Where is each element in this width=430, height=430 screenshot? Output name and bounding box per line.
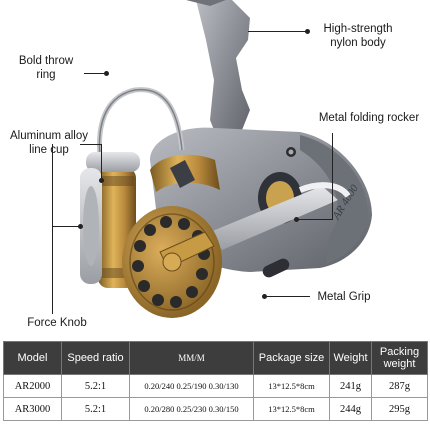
spec-table-header: Model Speed ratio MM/M Package size Weig… xyxy=(3,341,428,375)
header-packing-weight: Packing weight xyxy=(371,341,428,375)
callout-grip-text: Metal Grip xyxy=(317,291,371,303)
spec-table: Model Speed ratio MM/M Package size Weig… xyxy=(3,341,428,421)
knob-holes xyxy=(132,216,210,308)
callout-knob: Force Knob xyxy=(22,316,92,330)
handle-arm xyxy=(210,186,338,250)
cell-package: 13*12.5*8cm xyxy=(253,374,330,398)
cell-packing: 287g xyxy=(371,374,428,398)
callout-rocker-text: Metal folding rocker xyxy=(318,112,420,124)
cell-weight: 241g xyxy=(329,374,372,398)
callout-body-text: High-strength nylon body xyxy=(323,23,393,49)
header-package-size: Package size xyxy=(253,341,330,375)
table-row: AR2000 5.2:1 0.20/240 0.25/190 0.30/130 … xyxy=(3,374,428,398)
product-illustration: AR 4000 xyxy=(80,0,372,318)
callout-knob-text: Force Knob xyxy=(27,317,87,329)
spinning-reel-image: AR 4000 xyxy=(80,0,372,318)
cell-package: 13*12.5*8cm xyxy=(253,397,330,421)
reel-stem xyxy=(196,0,250,150)
cell-weight: 244g xyxy=(329,397,372,421)
cell-speed: 5.2:1 xyxy=(61,397,130,421)
callout-throw-ring-text: Bold throw ring xyxy=(18,55,74,81)
callout-grip: Metal Grip xyxy=(312,290,376,304)
cell-speed: 5.2:1 xyxy=(61,374,130,398)
callout-line-cup: Aluminum alloy line cup xyxy=(4,129,94,157)
cell-model: AR2000 xyxy=(3,374,62,398)
cell-line: 0.20/240 0.25/190 0.30/130 xyxy=(129,374,254,398)
header-speed-ratio: Speed ratio xyxy=(61,341,130,375)
header-weight: Weight xyxy=(329,341,372,375)
cell-model: AR3000 xyxy=(3,397,62,421)
cell-line: 0.20/280 0.25/230 0.30/150 xyxy=(129,397,254,421)
callout-throw-ring: Bold throw ring xyxy=(14,54,78,82)
table-row: AR3000 5.2:1 0.20/280 0.25/230 0.30/150 … xyxy=(3,397,428,421)
header-model: Model xyxy=(3,341,62,375)
callout-line-cup-text: Aluminum alloy line cup xyxy=(10,130,88,156)
cell-packing: 295g xyxy=(371,397,428,421)
header-line-capacity: MM/M xyxy=(129,341,254,375)
callout-body: High-strength nylon body xyxy=(316,22,400,50)
callout-rocker: Metal folding rocker xyxy=(313,111,425,125)
